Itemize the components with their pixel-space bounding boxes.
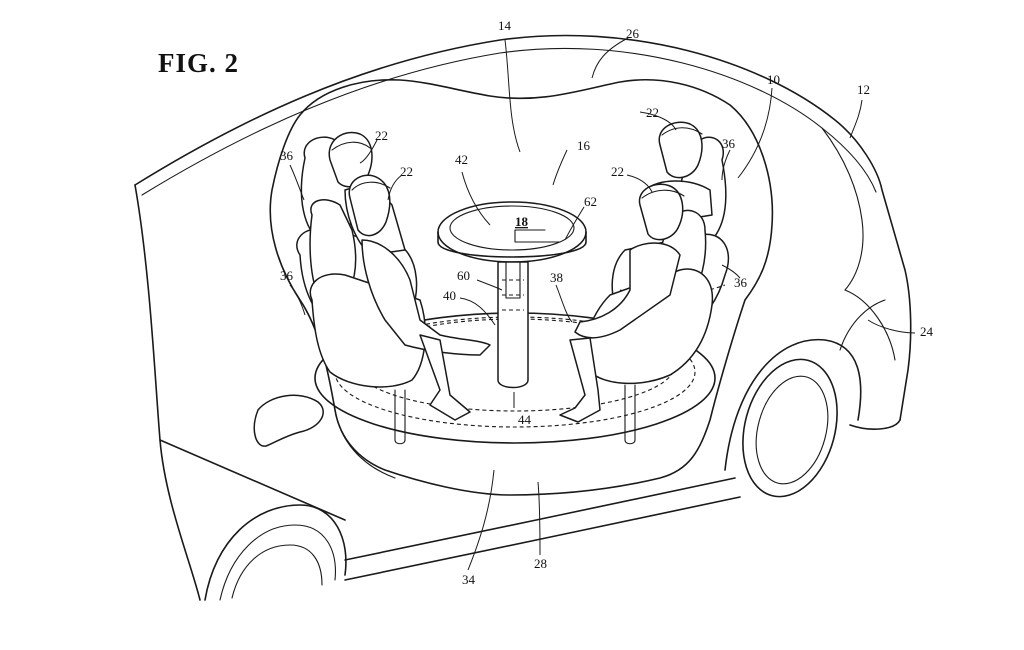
ref-22-front-right: 22: [611, 164, 624, 179]
ref-18: 18: [515, 214, 529, 229]
ref-28: 28: [534, 556, 547, 571]
ref-36-lower-left: 36: [280, 268, 294, 283]
ref-36-lower-right: 36: [734, 275, 748, 290]
reference-numerals: 14 26 10 12 22 22 22 22 36 36 36 36 16 4…: [280, 18, 934, 587]
ref-16: 16: [577, 138, 591, 153]
ref-12: 12: [857, 82, 870, 97]
ref-36-upper-right: 36: [722, 136, 736, 151]
vehicle-body: [134, 34, 912, 601]
ref-24: 24: [920, 324, 934, 339]
ref-34: 34: [462, 572, 476, 587]
leader-lines: [289, 37, 916, 571]
ref-22-rear-left: 22: [375, 128, 388, 143]
front-right-occupant: [559, 183, 685, 423]
ref-62: 62: [584, 194, 597, 209]
ref-42: 42: [455, 152, 468, 167]
ref-36-upper-left: 36: [280, 148, 294, 163]
ref-22-rear-right: 22: [646, 105, 659, 120]
table: [437, 201, 587, 389]
ref-60: 60: [457, 268, 470, 283]
ref-40: 40: [443, 288, 456, 303]
ref-38: 38: [550, 270, 563, 285]
ref-44: 44: [518, 412, 532, 427]
ref-22-front-left: 22: [400, 164, 413, 179]
front-wheel: [724, 338, 862, 498]
ref-10: 10: [767, 72, 780, 87]
ref-26: 26: [626, 26, 640, 41]
figure-title: FIG. 2: [158, 48, 240, 78]
front-left-occupant: [348, 174, 491, 421]
rear-wheel: [204, 504, 347, 601]
ref-14: 14: [498, 18, 512, 33]
